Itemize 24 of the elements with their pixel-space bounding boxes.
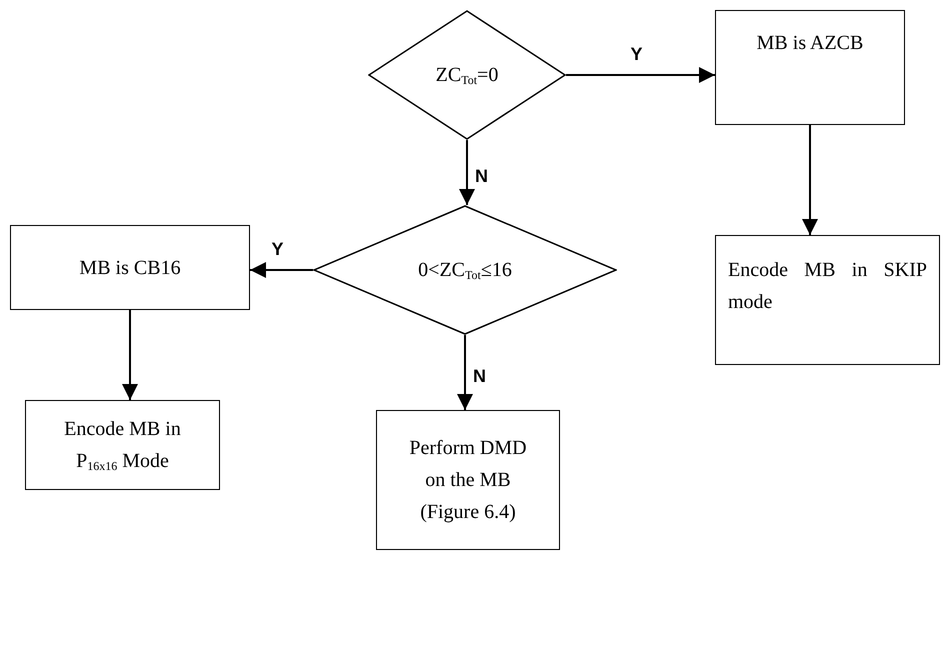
arrow bbox=[250, 262, 313, 278]
node-text: Encode MB in SKIP mode bbox=[728, 258, 927, 315]
edge-label: Y bbox=[272, 240, 284, 258]
arrow bbox=[566, 67, 715, 83]
node-text: Encode MB in P$_{16x16}$ Mode bbox=[63, 417, 182, 475]
node-text: Perform DMD on the MB (Figure 6.4) bbox=[408, 436, 528, 525]
node-text: ZC$_{Tot}$=0 bbox=[436, 63, 498, 89]
node-text: MB is AZCB bbox=[756, 31, 864, 56]
edge-label: N bbox=[473, 366, 486, 384]
arrow bbox=[122, 310, 138, 400]
decision-diamond bbox=[313, 205, 617, 335]
arrow bbox=[802, 125, 818, 235]
edge-label: Y bbox=[630, 45, 643, 63]
process-box bbox=[376, 410, 560, 550]
process-box bbox=[25, 400, 220, 490]
arrow bbox=[459, 140, 475, 205]
decision-diamond bbox=[368, 10, 566, 140]
node-text: MB is CB16 bbox=[79, 256, 181, 280]
node-text: 0<ZC$_{Tot}$≤16 bbox=[418, 258, 512, 284]
arrow bbox=[457, 335, 473, 410]
process-box bbox=[715, 235, 940, 365]
edge-label: N bbox=[475, 166, 488, 184]
process-box bbox=[715, 10, 905, 125]
process-box bbox=[10, 225, 250, 310]
